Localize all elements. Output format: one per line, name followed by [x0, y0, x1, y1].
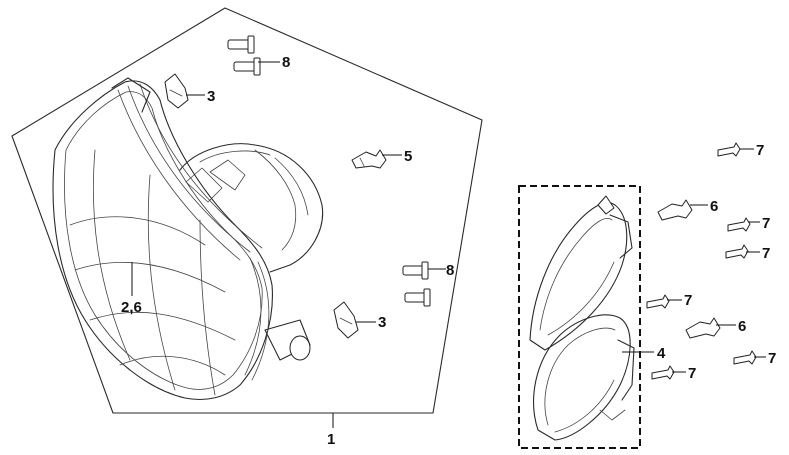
callout-label: 7	[684, 292, 692, 309]
callout-label: 6	[738, 318, 746, 335]
screw-part-8-upper	[227, 35, 261, 76]
screw-part-8-lower	[402, 261, 431, 307]
callout-label: 7	[756, 142, 764, 159]
clip-part-3-lower	[333, 301, 359, 339]
callout-label: 8	[282, 54, 290, 71]
callout-label: 5	[404, 148, 412, 165]
fastener-part-6-upper	[657, 199, 693, 221]
callout-label: 7	[768, 350, 776, 367]
callout-label: 3	[378, 314, 386, 331]
turn-signal-upper	[529, 195, 633, 351]
callout-label: 1	[327, 431, 335, 448]
callout-label: 4	[657, 345, 666, 362]
screw-part-7-b	[727, 217, 751, 232]
callout-label: 3	[207, 88, 215, 105]
leader-lines	[131, 61, 766, 428]
callout-label: 2,6	[121, 299, 142, 316]
headlight-assembly	[52, 77, 324, 401]
screw-part-7-f	[651, 365, 675, 380]
turn-signal-group-box	[518, 185, 641, 449]
turn-signal-lower	[533, 314, 635, 441]
screw-part-7-c	[725, 244, 749, 259]
screw-part-7-e	[733, 350, 757, 365]
callout-label: 7	[762, 245, 770, 262]
assembly-boundary-pentagon	[11, 7, 483, 414]
callout-label: 8	[446, 262, 454, 279]
callout-label: 6	[710, 198, 718, 215]
clip-part-3-upper	[164, 73, 189, 109]
callout-label: 7	[762, 215, 770, 232]
fastener-part-6-lower	[685, 317, 721, 339]
fastener-part-5	[351, 149, 387, 169]
screw-part-7-a	[717, 142, 741, 157]
screw-part-7-d	[646, 294, 670, 309]
callout-label: 7	[688, 365, 696, 382]
